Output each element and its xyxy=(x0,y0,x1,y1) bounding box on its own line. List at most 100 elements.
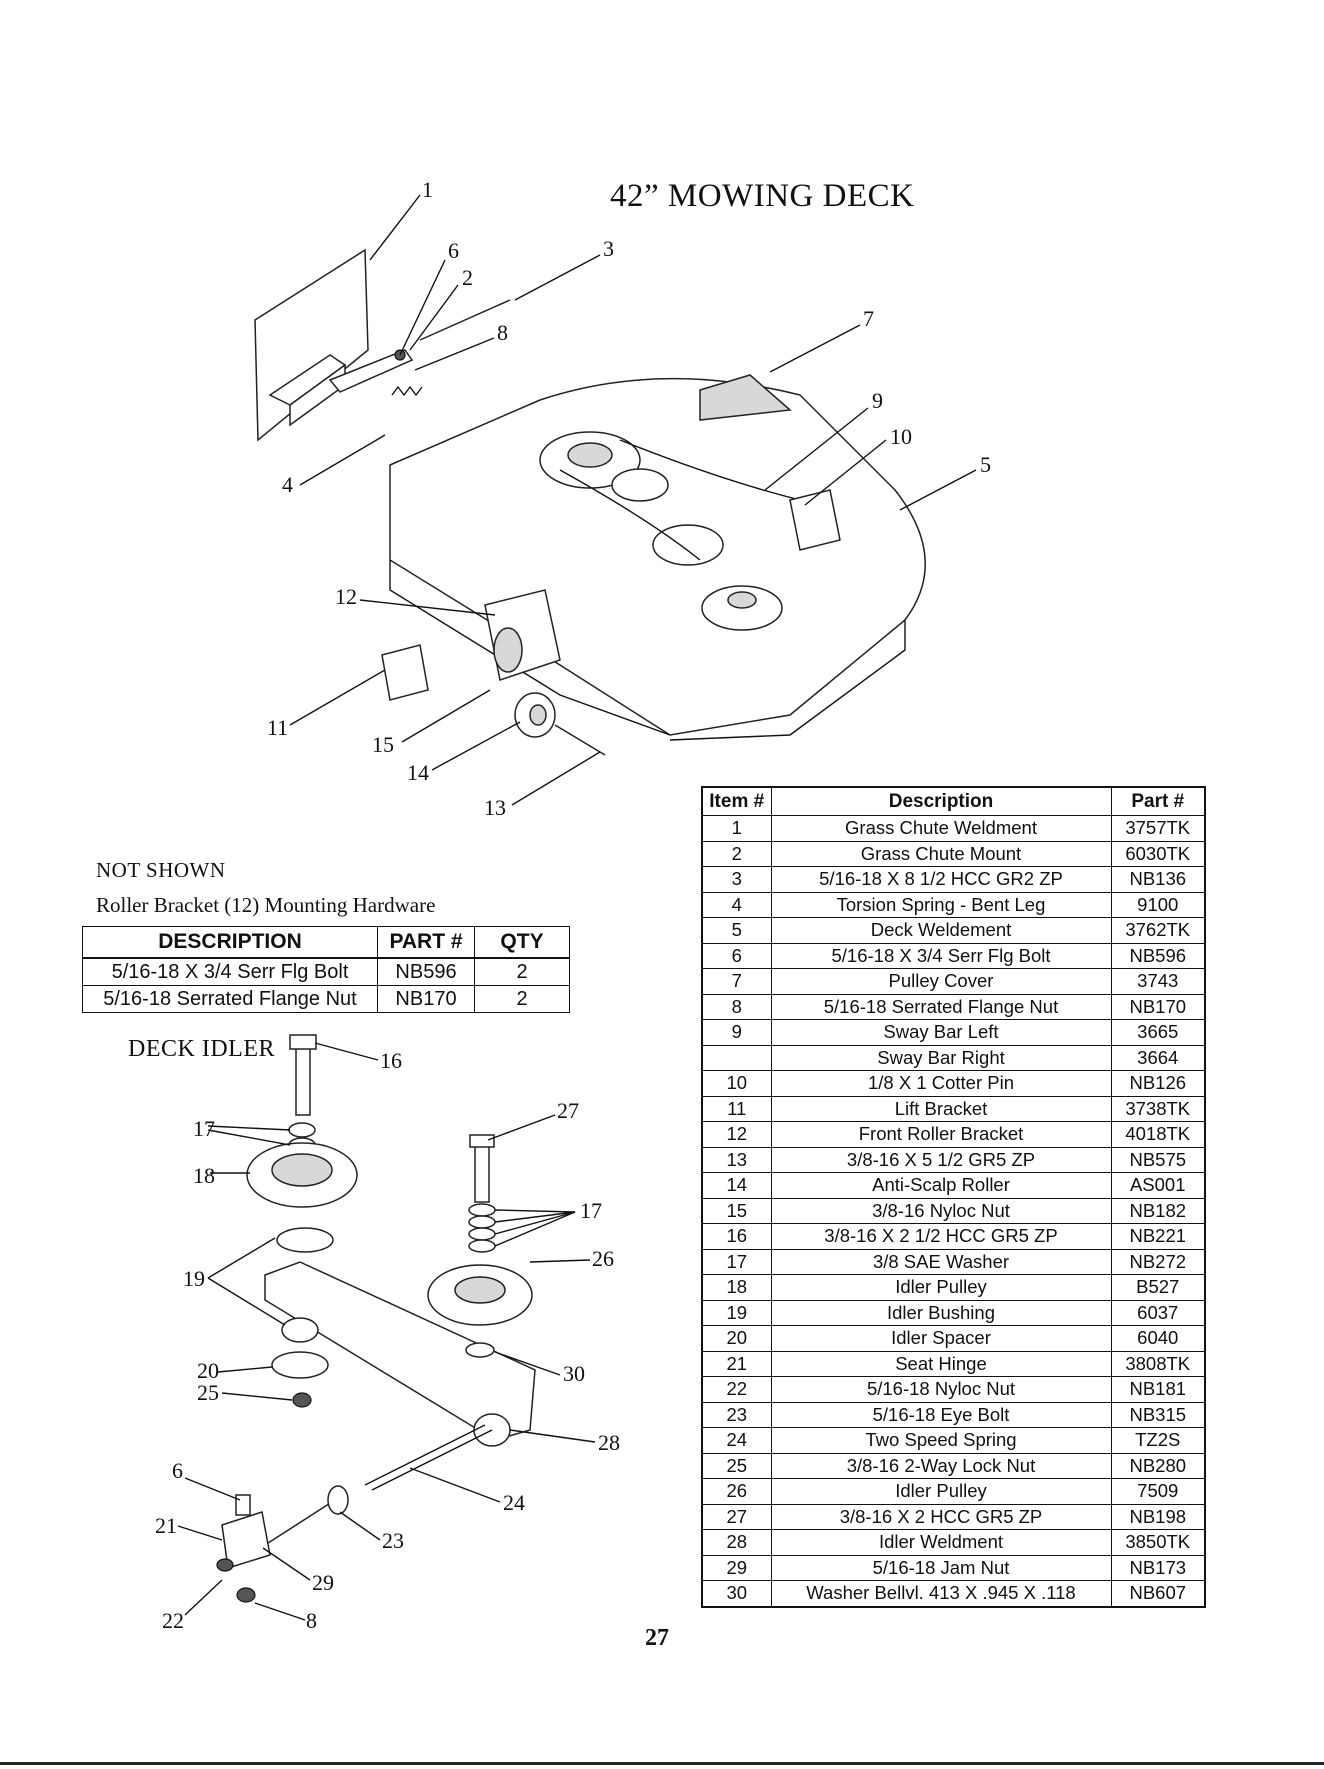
callout: 6 xyxy=(172,1458,183,1483)
cell-part: NB170 xyxy=(377,985,475,1013)
callout: 1 xyxy=(422,177,433,202)
cell-item: 4 xyxy=(701,891,772,918)
cell-description: 5/16-18 X 8 1/2 HCC GR2 ZP xyxy=(770,866,1112,893)
cell-description: 3/8-16 X 2 1/2 HCC GR5 ZP xyxy=(770,1223,1112,1250)
callout: 3 xyxy=(603,236,614,261)
callout: 8 xyxy=(497,320,508,345)
callout: 25 xyxy=(197,1380,219,1405)
header-description: Description xyxy=(770,786,1112,816)
cell-description: Washer Bellvl. 413 X .945 X .118 xyxy=(770,1580,1112,1607)
cell-item: 16 xyxy=(701,1223,772,1250)
cell-description: 5/16-18 X 3/4 Serr Flg Bolt xyxy=(770,942,1112,969)
cell-part: 6037 xyxy=(1110,1299,1206,1326)
cell-part: NB181 xyxy=(1110,1376,1206,1403)
cell-item: 19 xyxy=(701,1299,772,1326)
callout: 22 xyxy=(162,1608,184,1633)
cell-description: Two Speed Spring xyxy=(770,1427,1112,1454)
table-row: 5/16-18 X 3/4 Serr Flg Bolt NB596 2 xyxy=(82,957,570,986)
cell-description: Deck Weldement xyxy=(770,917,1112,944)
callout: 14 xyxy=(407,760,429,785)
cell-part: NB280 xyxy=(1110,1452,1206,1479)
callout: 9 xyxy=(872,388,883,413)
pulleys xyxy=(539,431,801,631)
cell-description: Front Roller Bracket xyxy=(770,1121,1112,1148)
callout: 5 xyxy=(980,452,991,477)
cell-description: 5/16-18 Jam Nut xyxy=(770,1554,1112,1581)
cell-part: NB173 xyxy=(1110,1554,1206,1581)
cell-part: NB221 xyxy=(1110,1223,1206,1250)
callout: 13 xyxy=(484,795,506,820)
cell-item: 20 xyxy=(701,1325,772,1352)
cell-qty: 2 xyxy=(474,985,570,1013)
cell-part: 3665 xyxy=(1110,1019,1206,1046)
cell-part: B527 xyxy=(1110,1274,1206,1301)
cell-description: Lift Bracket xyxy=(770,1095,1112,1122)
callout: 8 xyxy=(306,1608,317,1633)
cell-item: 25 xyxy=(701,1452,772,1479)
cell-item: 9 xyxy=(701,1019,772,1046)
cell-description: 3/8-16 X 5 1/2 GR5 ZP xyxy=(770,1146,1112,1173)
mounting-hardware-table: DESCRIPTION PART # QTY 5/16-18 X 3/4 Ser… xyxy=(82,926,570,1013)
cell-part: NB170 xyxy=(1110,993,1206,1020)
callout: 2 xyxy=(462,265,473,290)
page-bottom-rule xyxy=(0,1762,1324,1765)
cell-description: Torsion Spring - Bent Leg xyxy=(770,891,1112,918)
cell-description: Sway Bar Right xyxy=(770,1044,1112,1071)
deck-idler-diagram: 16 27 17 18 17 19 26 20 30 25 28 6 24 21… xyxy=(155,1034,620,1633)
callout: 27 xyxy=(557,1098,579,1123)
cell-item: 10 xyxy=(701,1070,772,1097)
cell-part: 3850TK xyxy=(1110,1529,1206,1556)
cell-item: 11 xyxy=(701,1095,772,1122)
cell-item: 12 xyxy=(701,1121,772,1148)
cell-item: 6 xyxy=(701,942,772,969)
cell-item: 3 xyxy=(701,866,772,893)
lift-bracket xyxy=(381,644,429,701)
anti-scalp-roller xyxy=(514,692,556,738)
callout: 4 xyxy=(282,472,293,497)
idler-callouts: 16 27 17 18 17 19 26 20 30 25 28 6 24 21… xyxy=(155,1048,620,1633)
cell-part: 6030TK xyxy=(1110,840,1206,867)
callout: 11 xyxy=(267,715,288,740)
callout: 6 xyxy=(448,238,459,263)
roller-bolt xyxy=(554,724,606,756)
cell-description: Idler Pulley xyxy=(770,1478,1112,1505)
cell-description: 3/8-16 X 2 HCC GR5 ZP xyxy=(770,1503,1112,1530)
cell-item: 1 xyxy=(701,815,772,842)
deck-leader-lines xyxy=(289,194,977,806)
idler-leader-lines xyxy=(177,1042,596,1621)
callout: 17 xyxy=(193,1116,215,1141)
page-number: 27 xyxy=(645,1625,669,1651)
cell-description: 5/16-18 Nyloc Nut xyxy=(770,1376,1112,1403)
callout: 24 xyxy=(503,1490,525,1515)
cell-item: 15 xyxy=(701,1197,772,1224)
cell-description: Idler Spacer xyxy=(770,1325,1112,1352)
cell-item: 13 xyxy=(701,1146,772,1173)
idler-parts xyxy=(216,1034,536,1603)
torsion-spring xyxy=(391,385,423,397)
callout: 12 xyxy=(335,584,357,609)
cell-part: TZ2S xyxy=(1110,1427,1206,1454)
cell-part: NB198 xyxy=(1110,1503,1206,1530)
deck-weldment xyxy=(389,374,926,741)
cell-part: 3757TK xyxy=(1110,815,1206,842)
grass-chute-mount xyxy=(328,349,414,393)
cell-item: 7 xyxy=(701,968,772,995)
